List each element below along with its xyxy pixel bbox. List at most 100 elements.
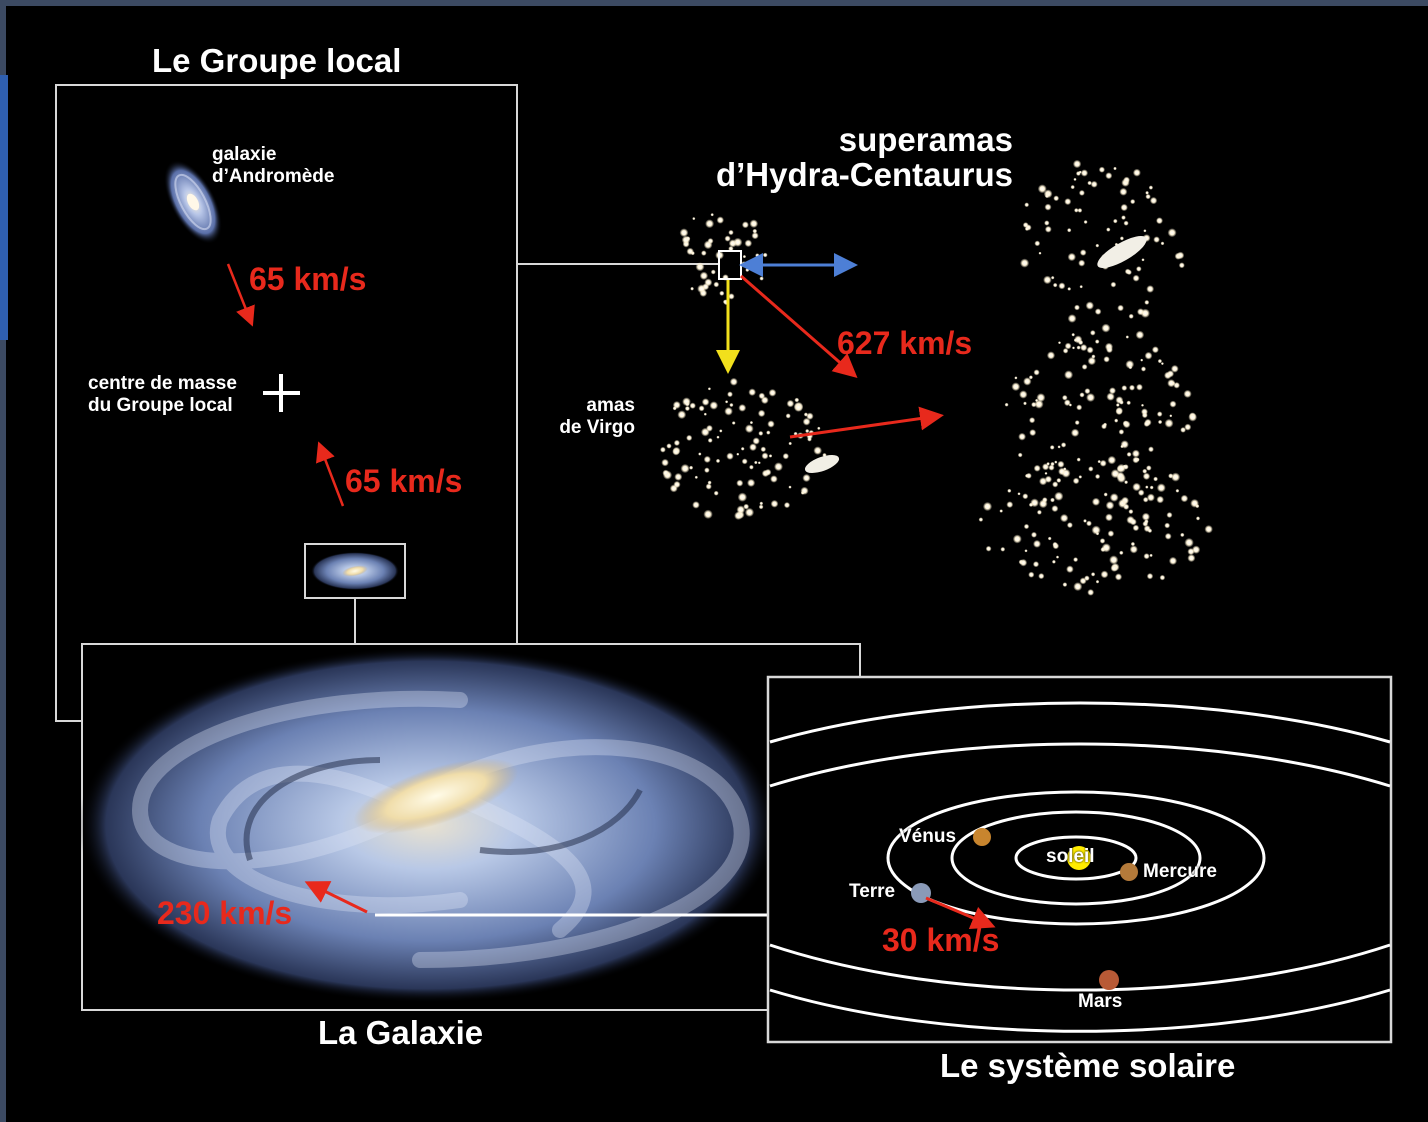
galaxy-dot [1109,555,1119,565]
galaxy-dot [741,221,749,229]
mars-label: Mars [1078,991,1123,1012]
galaxy-dot [1156,483,1166,493]
virgo-cluster-core [804,454,840,474]
galaxy-dot [749,219,759,228]
galaxy-dot [715,458,721,464]
galaxy-dot [1107,530,1115,537]
galaxy-dot [1090,180,1098,188]
galaxy-dot [1147,528,1153,533]
galaxy-dot [703,455,711,463]
galaxy-dot [1000,546,1006,552]
galaxy-dot [1039,477,1048,486]
supercluster-title-line2: d’Hydra-Centaurus [715,156,1013,193]
galaxy-dot [1062,348,1069,354]
galaxy-dot [1057,460,1065,468]
galaxy-dot [1028,502,1034,507]
hydra-centaurus-core [1097,235,1147,269]
galaxy-dot [1043,275,1052,285]
galaxy-dot [1164,418,1174,428]
galaxy-dot [1180,494,1189,503]
galaxy-dot [1126,269,1132,275]
galaxy-dot [1123,220,1129,226]
galaxy-dot [1159,574,1166,581]
galaxy-dot [710,213,714,217]
galaxy-dot [1054,460,1058,464]
galaxy-dot [802,473,811,483]
galaxy-dot [1157,419,1163,425]
galaxy-dot [740,446,745,451]
galaxy-dot [1050,497,1055,503]
galaxy-dot [727,391,733,398]
galaxy-dot [1037,184,1047,194]
galaxy-dot [1119,550,1124,555]
galaxy-dot [1066,565,1074,573]
galaxy-dot [1123,176,1130,184]
galaxy-dot [751,232,759,240]
galaxy-dot [1033,539,1041,548]
galaxy-dot [788,485,792,489]
galaxy-dot [1044,225,1052,233]
galaxy-dot [1119,236,1124,241]
galaxy-dot [1135,330,1145,340]
galaxy-dot [728,229,734,236]
galaxy-dot [1142,472,1151,480]
galaxy-dot [758,504,764,510]
galaxy-dot [1052,541,1058,548]
galaxy-dot [1148,446,1154,453]
orbits [769,701,1391,1033]
galaxy-dot [1103,492,1108,497]
galaxy-dot [705,219,715,229]
galaxy-dot [1033,369,1040,376]
galaxy-dot [1131,449,1140,458]
galaxy-dot [660,446,666,453]
supercluster-title-line1: superamas [838,121,1013,158]
galaxy-dot [1149,553,1153,558]
galaxy-dot [1145,190,1149,195]
galaxy-dot [1097,459,1101,464]
galaxy-dot [1136,266,1142,272]
galaxy-dot [1073,582,1083,592]
galaxy-dot [1151,346,1159,354]
galaxy-dot [1046,351,1056,360]
galaxy-dot [761,452,769,460]
galaxy-dot [749,420,754,425]
galaxy-dot [1105,501,1115,510]
galaxy-dot [1052,481,1059,488]
galaxy-dot [1156,217,1163,225]
galaxy-dot [800,486,809,495]
galaxy-dot [1050,461,1055,467]
galaxy-dot [1142,468,1148,474]
galaxy-dot [1058,282,1066,290]
galaxy-dot [1086,346,1094,354]
galaxy-dot [1070,184,1075,190]
galaxy-dot [1167,379,1176,388]
galaxy-dot [1083,519,1087,523]
galaxy-dot [788,441,792,446]
galaxy-dot [806,412,814,420]
galaxy-dot [1080,169,1089,177]
galaxy-dot [713,281,720,288]
galaxy-dot [803,412,809,417]
galaxy-dot [703,240,713,250]
galaxy-dot [1023,377,1032,386]
galaxy-dot [785,413,791,419]
galaxy-dot [1014,376,1018,380]
galaxy-dot [770,499,779,508]
galaxy-dot [1100,570,1109,579]
galaxy-dot [686,434,693,441]
mass-center-cross [263,374,300,412]
galaxy-dot [1018,432,1026,441]
galaxy-dot [1081,364,1088,370]
galaxy-dot [1022,222,1029,228]
virgo-label-line1: amas [586,395,635,416]
galaxy-dot [738,404,747,412]
galaxy-dot [1074,420,1080,426]
galaxy-dot [1094,308,1102,315]
galaxy-dot [1071,332,1075,337]
galaxy-dot [802,417,811,426]
galaxy-dot [752,228,758,234]
galaxy-dot [1123,503,1130,510]
galaxy-dot [755,253,760,258]
galaxy-dot [1140,308,1151,318]
